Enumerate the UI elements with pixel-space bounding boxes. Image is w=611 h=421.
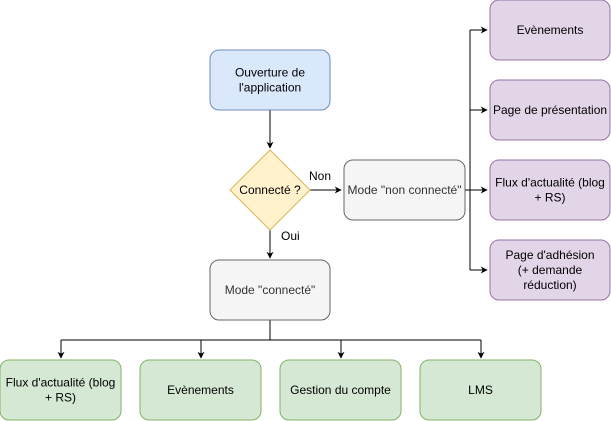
node-guest-presentation: Page de présentation [489, 79, 611, 141]
node-text-line: Flux d'actualité (blog [6, 376, 116, 390]
node-text-line: Mode "non connecté" [348, 183, 462, 197]
edge-label-non: Non [309, 169, 331, 183]
node-not-connected-text: Mode "non connecté" [348, 183, 462, 197]
node-text-line: Evènements [517, 23, 584, 37]
node-text-line: + RS) [534, 191, 565, 205]
node-member-events: Evènements [139, 359, 262, 421]
node-not-connected-mode: Mode "non connecté" [343, 159, 466, 221]
node-text-line: Page d'adhésion [505, 248, 594, 262]
node-text-line: Connecté ? [239, 183, 301, 197]
node-text-line: Mode "connecté" [225, 283, 316, 297]
node-guest-presentation-text: Page de présentation [493, 103, 607, 117]
node-member-account: Gestion du compte [279, 359, 402, 421]
node-guest-events: Evènements [489, 0, 611, 61]
node-decision-text: Connecté ? [239, 183, 301, 197]
node-text-line: Page de présentation [493, 103, 607, 117]
node-member-news-text: Flux d'actualité (blog+ RS) [6, 376, 116, 405]
node-text-line: Evènements [167, 383, 234, 397]
node-connected-text: Mode "connecté" [225, 283, 316, 297]
edge-connected-trunk [61, 320, 481, 341]
node-connected-mode: Mode "connecté" [209, 259, 331, 321]
node-text-line: + RS) [45, 391, 76, 405]
node-member-news: Flux d'actualité (blog+ RS) [0, 359, 122, 421]
node-member-events-text: Evènements [167, 383, 234, 397]
node-guest-events-text: Evènements [517, 23, 584, 37]
node-member-account-text: Gestion du compte [290, 383, 391, 397]
edge-not-connected-trunk [465, 30, 471, 270]
node-member-lms-text: LMS [468, 383, 493, 397]
node-text-line: (+ demande [518, 263, 583, 277]
edge-label-oui: Oui [281, 229, 300, 243]
node-text-line: l'application [239, 81, 301, 95]
node-text-line: Ouverture de [235, 66, 305, 80]
node-guest-news-text: Flux d'actualité (blog+ RS) [495, 176, 605, 205]
node-text-line: réduction) [523, 278, 576, 292]
node-text-line: Flux d'actualité (blog [495, 176, 605, 190]
node-member-lms: LMS [419, 359, 542, 421]
node-guest-news: Flux d'actualité (blog+ RS) [489, 159, 611, 221]
node-text-line: LMS [468, 383, 493, 397]
node-text-line: Gestion du compte [290, 383, 391, 397]
node-decision: Connecté ? [229, 149, 311, 231]
edges [57, 26, 488, 359]
